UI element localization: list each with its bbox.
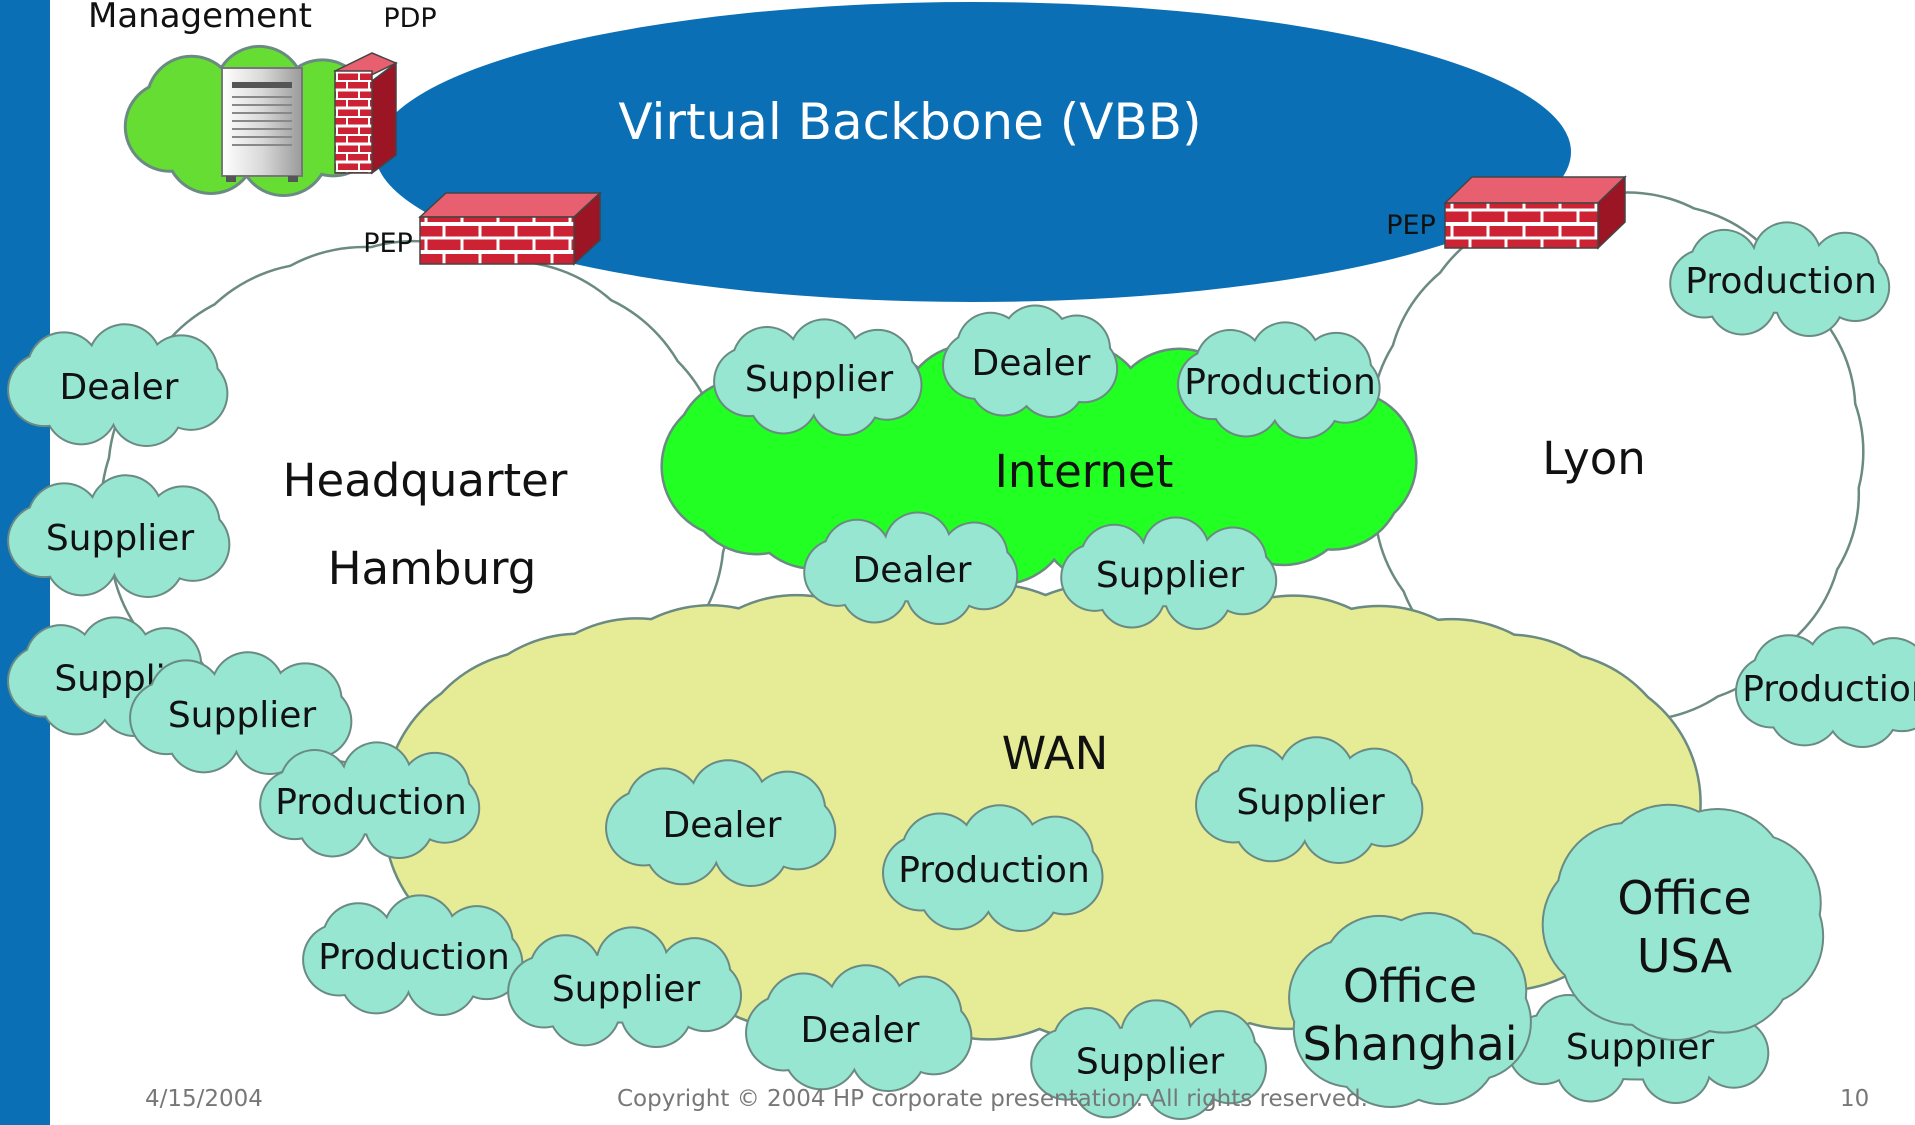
site-label: Supplier bbox=[745, 359, 894, 400]
headquarter-label: Headquarter bbox=[283, 454, 568, 507]
site-cloud-supplier: Supplier bbox=[7, 474, 231, 599]
site-label: Production bbox=[1184, 362, 1376, 403]
server-icon bbox=[221, 67, 303, 182]
pep-firewall-icon-hamburg bbox=[418, 191, 602, 266]
site-cloud-dealer: Dealer bbox=[605, 759, 837, 888]
pdp-label: PDP bbox=[383, 3, 436, 34]
site-label: Supplier bbox=[168, 695, 317, 736]
site-cloud-production: Production bbox=[881, 804, 1104, 933]
site-cloud-supplier: Supplier bbox=[507, 926, 743, 1049]
office-label-line1: Office bbox=[1343, 959, 1477, 1013]
management-label: Management bbox=[88, 0, 312, 36]
footer-date: 4/15/2004 bbox=[145, 1086, 263, 1112]
office-label-line2: USA bbox=[1637, 929, 1733, 983]
site-label: Supplier bbox=[1236, 782, 1385, 823]
site-cloud-production: Production bbox=[259, 741, 481, 860]
site-label: Supplier bbox=[552, 969, 701, 1010]
pep-label-lyon: PEP bbox=[1386, 210, 1436, 241]
site-cloud-production: Production bbox=[1177, 321, 1381, 440]
site-label: Dealer bbox=[972, 343, 1091, 384]
site-cloud-production: Production bbox=[302, 894, 524, 1017]
site-cloud-supplier: Supplier bbox=[129, 651, 353, 776]
site-label: Production bbox=[1742, 669, 1915, 710]
site-label: Dealer bbox=[853, 550, 972, 591]
site-label: Production bbox=[275, 782, 467, 823]
site-label: Production bbox=[318, 937, 510, 978]
site-cloud-dealer: Dealer bbox=[745, 964, 973, 1093]
site-label: Production bbox=[1685, 261, 1877, 302]
site-label: Dealer bbox=[663, 805, 782, 846]
virtual-backbone-label: Virtual Backbone (VBB) bbox=[618, 93, 1201, 151]
hamburg-label: Hamburg bbox=[328, 542, 537, 595]
office-label-line2: Shanghai bbox=[1302, 1017, 1517, 1071]
lyon-label: Lyon bbox=[1542, 432, 1646, 485]
site-cloud-supplier: Supplier bbox=[713, 318, 923, 437]
pdp-firewall-icon bbox=[333, 52, 398, 175]
site-clouds: DealerSupplierSuppliSupplierProductionSu… bbox=[7, 221, 1915, 1121]
site-label: Supplier bbox=[1076, 1042, 1225, 1083]
site-cloud-dealer: Dealer bbox=[941, 304, 1119, 419]
site-label: Dealer bbox=[60, 367, 179, 408]
site-label: Supplier bbox=[46, 518, 195, 559]
footer-copyright: Copyright © 2004 HP corporate presentati… bbox=[617, 1086, 1368, 1112]
site-cloud-production: Production bbox=[1734, 626, 1915, 749]
site-cloud-supplier: Supplier bbox=[1060, 516, 1278, 631]
virtual-backbone-ellipse bbox=[375, 2, 1571, 302]
site-cloud-production: Production bbox=[1669, 221, 1891, 338]
site-label: Supplier bbox=[1096, 555, 1245, 596]
office-label-line1: Office bbox=[1617, 871, 1751, 925]
site-label: Production bbox=[898, 850, 1090, 891]
pep-label-hamburg: PEP bbox=[363, 228, 413, 259]
site-cloud-dealer: Dealer bbox=[803, 511, 1019, 626]
pep-firewall-icon-lyon bbox=[1443, 175, 1627, 250]
wan-label: WAN bbox=[1002, 727, 1108, 780]
footer-page-number: 10 bbox=[1840, 1086, 1870, 1112]
internet-label: Internet bbox=[995, 445, 1174, 498]
site-cloud-dealer: Dealer bbox=[7, 323, 229, 448]
site-label: Dealer bbox=[801, 1010, 920, 1051]
site-cloud-supplier: Supplier bbox=[1030, 999, 1267, 1121]
site-cloud-supplier: Supplier bbox=[1195, 736, 1424, 865]
